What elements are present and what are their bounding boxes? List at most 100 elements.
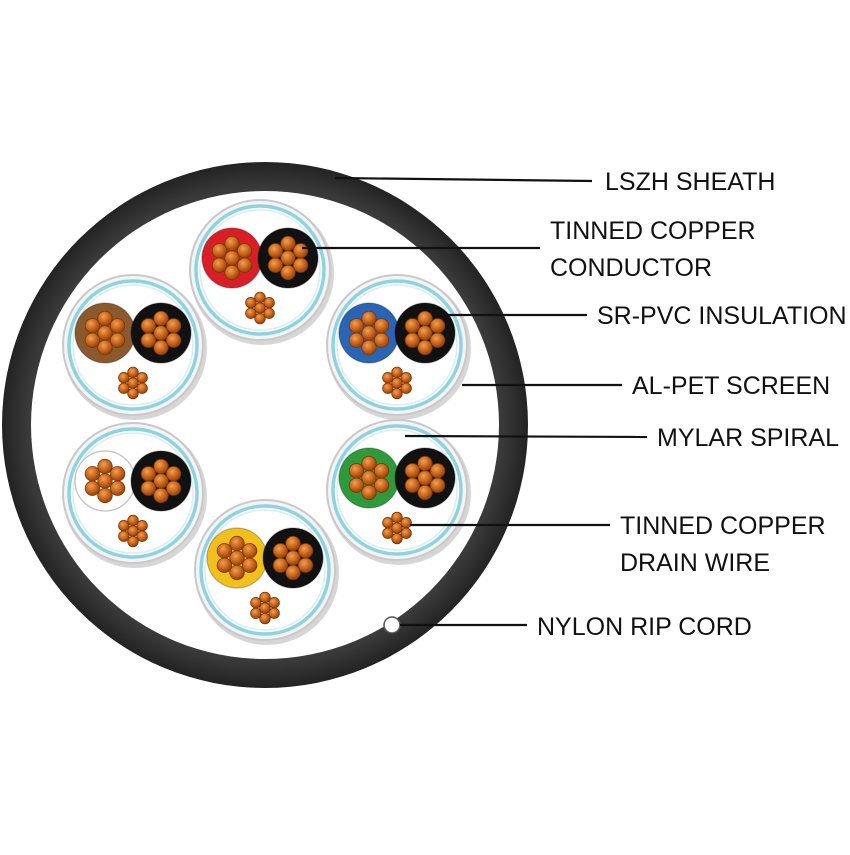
- conductor-green-strand-5: [361, 455, 377, 472]
- conductor-blue-strand-2: [361, 339, 377, 356]
- drain-wire-strand-2: [127, 387, 139, 400]
- drain-wire-strand-4: [250, 597, 262, 609]
- conductor-black-strand-3: [404, 477, 421, 493]
- drain-wire-strand-4: [118, 520, 130, 532]
- conductor-red-strand-5: [224, 235, 240, 252]
- conductor-black-strand-4: [140, 318, 157, 334]
- conductor-red-strand-1: [236, 257, 253, 273]
- conductor-black-strand-5: [417, 310, 433, 327]
- conductor-black-strand-2: [417, 339, 433, 356]
- conductor-white-strand-2: [97, 487, 113, 504]
- label-text-al-pet-screen-0: AL-PET SCREEN: [632, 372, 830, 400]
- drain-wire-strand-5: [127, 366, 139, 379]
- conductor-black-strand-6: [165, 466, 182, 482]
- conductor-black-strand-2: [280, 264, 296, 281]
- nylon-rip-cord: [383, 616, 401, 634]
- label-text-tinned-copper-drain-wire-1: DRAIN WIRE: [620, 549, 770, 577]
- conductor-black-strand-6: [165, 318, 182, 334]
- conductor-white-strand-0: [97, 473, 113, 489]
- drain-wire-strand-3: [382, 527, 394, 539]
- conductor-brown-strand-5: [97, 310, 113, 327]
- pair-green: [326, 419, 471, 565]
- al-pet-screen-inner: [204, 509, 326, 631]
- conductor-black-strand-6: [429, 318, 446, 334]
- drain-wire-strand-4: [118, 372, 130, 384]
- pair-brown: [62, 274, 207, 420]
- label-tinned-copper-drain-wire: TINNED COPPER DRAIN WIRE: [410, 512, 826, 577]
- conductor-black-strand-0: [417, 470, 433, 486]
- conductor-black-strand-4: [272, 543, 289, 559]
- label-text-tinned-copper-drain-wire-0: TINNED COPPER: [620, 512, 826, 540]
- label-lszh-sheath: LSZH SHEATH: [334, 168, 775, 196]
- conductor-red-strand-3: [211, 257, 228, 273]
- conductor-black-strand-5: [153, 458, 169, 475]
- drain-wire-strand-3: [250, 607, 262, 619]
- conductor-blue-strand-0: [361, 325, 377, 341]
- conductor-black-strand-3: [272, 557, 289, 573]
- conductor-black-strand-2: [153, 339, 169, 356]
- conductor-black-strand-0: [153, 325, 169, 341]
- pair-yellow: [194, 499, 339, 645]
- conductor-red-strand-4: [211, 243, 228, 259]
- conductor-black-strand-4: [140, 466, 157, 482]
- conductor-white-strand-5: [97, 458, 113, 475]
- label-text-tinned-copper-conductor-1: CONDUCTOR: [550, 254, 712, 282]
- conductor-yellow-strand-5: [229, 535, 245, 552]
- conductor-brown-strand-0: [97, 325, 113, 341]
- conductor-black-strand-5: [417, 455, 433, 472]
- conductor-black-strand-2: [417, 484, 433, 501]
- conductor-black-strand-4: [404, 463, 421, 479]
- conductor-brown-strand-4: [84, 318, 101, 334]
- drain-wire-strand-4: [382, 517, 394, 529]
- conductor-black-strand-4: [267, 243, 284, 259]
- conductor-black-strand-3: [140, 480, 157, 496]
- drain-wire-strand-6: [263, 297, 275, 309]
- conductor-black-strand-1: [165, 480, 182, 496]
- pair-red: [189, 199, 334, 345]
- conductor-green-strand-1: [373, 477, 390, 493]
- conductor-white-strand-3: [84, 480, 101, 496]
- drain-wire-strand-5: [127, 514, 139, 527]
- conductor-black-strand-0: [153, 473, 169, 489]
- conductor-brown-strand-3: [84, 332, 101, 348]
- conductor-yellow-strand-6: [241, 543, 258, 559]
- conductor-blue-strand-4: [348, 318, 365, 334]
- drain-wire-strand-4: [382, 372, 394, 384]
- conductor-green-strand-3: [348, 477, 365, 493]
- conductor-brown-strand-6: [109, 318, 126, 334]
- drain-wire-strand-3: [118, 382, 130, 394]
- conductor-black-strand-0: [417, 325, 433, 341]
- drain-wire-strand-5: [391, 366, 403, 379]
- drain-wire-strand-5: [259, 591, 271, 604]
- label-text-tinned-copper-conductor-0: TINNED COPPER: [550, 217, 756, 245]
- al-pet-screen-inner: [72, 432, 194, 554]
- conductor-green-strand-4: [348, 463, 365, 479]
- conductor-red-strand-0: [224, 250, 240, 266]
- conductor-yellow-strand-0: [229, 550, 245, 566]
- conductor-white-strand-6: [109, 466, 126, 482]
- drain-wire-strand-5: [254, 291, 266, 304]
- conductor-yellow-strand-4: [216, 543, 233, 559]
- conductor-yellow-strand-2: [229, 564, 245, 581]
- drain-wire-strand-2: [391, 387, 403, 400]
- drain-wire-strand-3: [245, 307, 257, 319]
- drain-wire-strand-6: [268, 597, 280, 609]
- conductor-blue-strand-1: [373, 332, 390, 348]
- conductor-black-strand-0: [285, 550, 301, 566]
- conductor-blue-strand-3: [348, 332, 365, 348]
- label-nylon-rip-cord: NYLON RIP CORD: [400, 613, 752, 641]
- drain-wire-strand-2: [127, 535, 139, 548]
- label-text-sr-pvc-insulation-0: SR-PVC INSULATION: [597, 302, 847, 330]
- conductor-black-strand-1: [165, 332, 182, 348]
- leader-line-lszh-sheath: [334, 176, 593, 183]
- al-pet-screen-inner: [336, 284, 458, 406]
- conductor-white-strand-1: [109, 480, 126, 496]
- conductor-black-strand-6: [297, 543, 314, 559]
- conductor-red-strand-6: [236, 243, 253, 259]
- label-text-nylon-rip-cord-0: NYLON RIP CORD: [537, 613, 752, 641]
- conductor-black-strand-4: [404, 318, 421, 334]
- drain-wire-strand-2: [391, 532, 403, 545]
- conductor-black-strand-2: [285, 564, 301, 581]
- conductor-green-strand-2: [361, 484, 377, 501]
